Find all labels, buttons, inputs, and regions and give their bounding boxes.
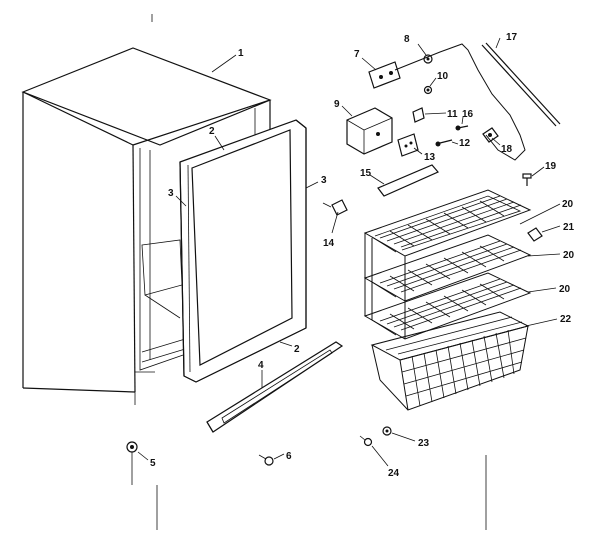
screw-part-24[interactable] <box>359 435 373 447</box>
hinge-bracket-part-7[interactable] <box>368 61 401 89</box>
wire-shelf-part-20-top[interactable] <box>363 189 532 257</box>
callout-23: 23 <box>418 438 430 449</box>
callout-3-right: 3 <box>321 175 327 186</box>
callout-11: 11 <box>447 109 458 120</box>
wire-shelf-part-20-bottom[interactable] <box>363 272 532 340</box>
callout-18: 18 <box>501 144 513 155</box>
callout-16: 16 <box>462 109 474 120</box>
callout-9: 9 <box>334 99 340 110</box>
callout-24: 24 <box>388 468 400 479</box>
callout-2-bottom: 2 <box>294 344 300 355</box>
shelf-clip-part-21[interactable] <box>527 227 543 242</box>
callout-15: 15 <box>360 168 372 179</box>
callout-1: 1 <box>238 48 244 59</box>
leader-lines <box>137 37 561 467</box>
callout-14: 14 <box>323 238 335 249</box>
callout-21: 21 <box>563 222 575 233</box>
light-tube-part-15[interactable] <box>377 164 439 197</box>
callout-6: 6 <box>286 451 292 462</box>
callout-8: 8 <box>404 34 410 45</box>
callout-20-middle: 20 <box>563 250 575 261</box>
screw-part-16[interactable] <box>455 125 469 131</box>
nut-part-10[interactable] <box>423 85 433 95</box>
callout-2-top: 2 <box>209 126 215 137</box>
kickplate-grille-part-4[interactable] <box>206 341 344 433</box>
callout-labels: 1 2 3 3 2 4 5 6 7 8 9 10 11 12 13 14 15 … <box>150 32 575 479</box>
wire-shelf-part-20-middle[interactable] <box>363 234 532 302</box>
callout-10: 10 <box>437 71 449 82</box>
callout-12: 12 <box>459 138 471 149</box>
wire-basket-part-22[interactable] <box>370 311 530 411</box>
callout-4: 4 <box>258 360 264 371</box>
control-housing-part-9[interactable] <box>346 107 393 155</box>
clip-part-14[interactable] <box>322 199 348 216</box>
callout-20-top: 20 <box>562 199 574 210</box>
thermostat-part-13[interactable] <box>397 133 419 157</box>
capillary-tube <box>394 43 526 161</box>
door-frame-part-2-3[interactable] <box>179 119 307 383</box>
knob-part-18[interactable] <box>482 127 499 143</box>
screw-part-6[interactable] <box>258 454 274 466</box>
roller-part-23[interactable] <box>382 426 392 436</box>
shelf-support-rack <box>364 233 406 339</box>
screw-part-12[interactable] <box>435 139 453 147</box>
nut-part-8[interactable] <box>423 54 433 64</box>
callout-7: 7 <box>354 49 360 60</box>
callout-17: 17 <box>506 32 518 43</box>
page-marks <box>151 14 487 530</box>
rod-part-17[interactable] <box>481 42 561 127</box>
callout-19: 19 <box>545 161 557 172</box>
callout-5: 5 <box>150 458 156 469</box>
leveling-leg-part-5[interactable] <box>126 441 138 485</box>
callout-20-bottom: 20 <box>559 284 571 295</box>
callout-22: 22 <box>560 314 572 325</box>
screw-part-19[interactable] <box>522 173 532 186</box>
callout-3-left: 3 <box>168 188 174 199</box>
clip-part-11[interactable] <box>412 107 425 123</box>
callout-13: 13 <box>424 152 436 163</box>
